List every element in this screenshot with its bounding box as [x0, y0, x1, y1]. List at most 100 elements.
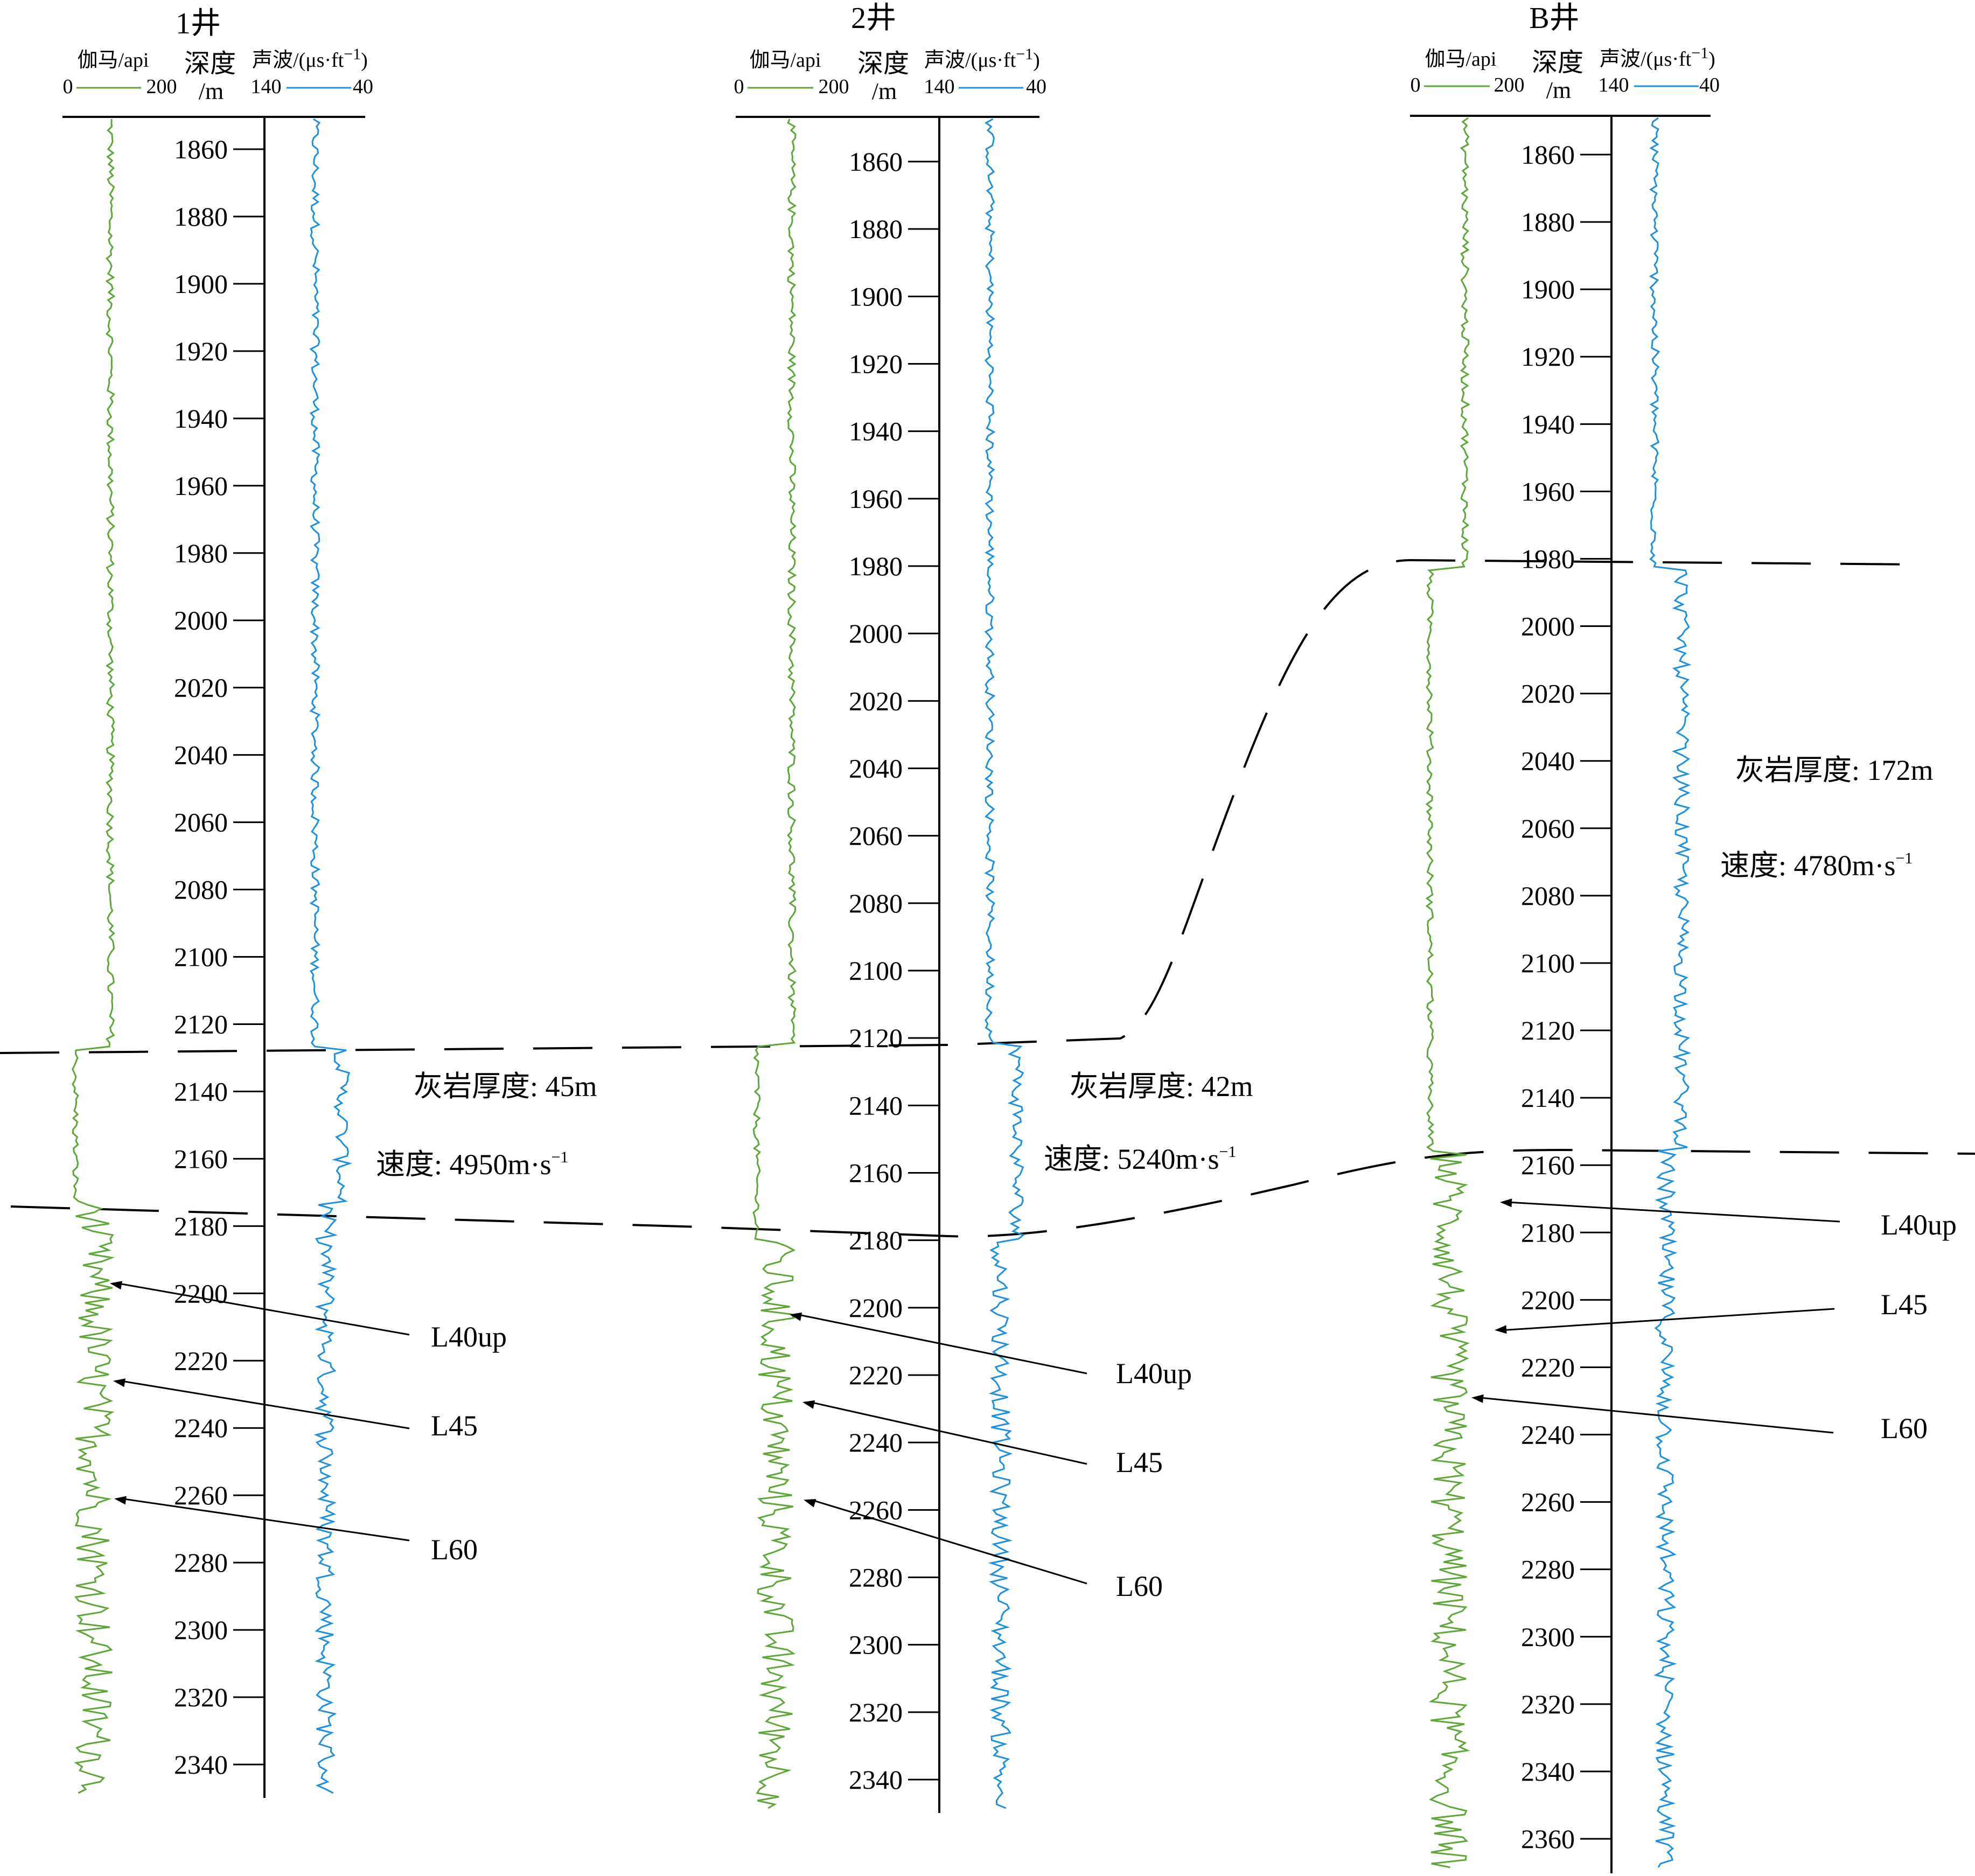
sonic-label: 声波/(μs·ft−1) [1600, 44, 1715, 71]
depth-tick-label: 2020 [849, 686, 903, 716]
depth-tick-label: 2340 [849, 1765, 903, 1795]
sonic-min: 140 [1599, 74, 1629, 96]
marker-arrow-line [1507, 1201, 1840, 1223]
depth-tick-label: 2260 [849, 1495, 903, 1525]
limestone-base-correlation-line [10, 1148, 1975, 1238]
sonic-label: 声波/(μs·ft−1) [252, 45, 368, 72]
depth-tick-label: 2320 [849, 1697, 903, 1727]
gamma-min: 0 [734, 75, 744, 98]
depth-tick-label: 1860 [1521, 140, 1575, 170]
depth-tick-label: 1900 [174, 269, 228, 299]
depth-tick-label: 1960 [174, 471, 228, 501]
velocity-label: 速度: 4780m·s−1 [1720, 849, 1913, 882]
marker-arrow-head [110, 1281, 122, 1290]
depth-tick-label: 1900 [1521, 274, 1575, 304]
depth-tick-label: 1860 [174, 134, 228, 164]
gamma-label: 伽马/api [78, 49, 149, 72]
depth-tick-label: 1880 [174, 201, 228, 232]
gamma-min: 0 [1411, 74, 1421, 96]
well-panel-2: 2井 伽马/api 0 200 深度 /m 声波/(μs·ft−1) 140 4… [734, 2, 1253, 1813]
depth-tick-label: 2160 [174, 1143, 228, 1174]
sonic-min: 140 [924, 75, 955, 98]
depth-tick-label: 2140 [1521, 1083, 1575, 1113]
depth-unit: /m [1546, 77, 1571, 103]
depth-label: 深度 [184, 50, 236, 78]
marker-label-l60: L60 [1116, 1570, 1163, 1602]
marker-arrow-line [117, 1282, 410, 1336]
gamma-max: 200 [819, 75, 849, 98]
depth-tick-label: 2220 [174, 1345, 228, 1376]
gamma-curve [1425, 117, 1471, 1868]
depth-tick-label: 2000 [174, 605, 228, 636]
gamma-label: 伽马/api [1425, 48, 1497, 71]
depth-tick-label: 2300 [1521, 1622, 1575, 1652]
depth-tick-label: 2200 [1521, 1285, 1575, 1315]
depth-tick-label: 1920 [849, 349, 903, 379]
depth-tick-label: 1940 [849, 416, 903, 447]
depth-tick-label: 2280 [849, 1563, 903, 1593]
depth-tick-label: 2220 [1521, 1352, 1575, 1382]
depth-tick-label: 2160 [1521, 1150, 1575, 1180]
marker-label-l45: L45 [1881, 1288, 1928, 1321]
sonic-curve [984, 118, 1025, 1809]
sonic-max: 40 [1699, 74, 1720, 96]
depth-tick-label: 2180 [174, 1211, 228, 1241]
depth-tick-label: 2080 [1521, 881, 1575, 911]
marker-arrow-line [811, 1499, 1087, 1585]
depth-tick-label: 2320 [174, 1682, 228, 1712]
depth-tick-label: 2120 [1521, 1015, 1575, 1045]
log-curves [72, 118, 353, 1794]
marker-arrow-head [1495, 1325, 1507, 1334]
depth-tick-label: 2000 [849, 618, 903, 648]
marker-arrow-head [114, 1496, 127, 1505]
depth-tick-label: 2300 [174, 1615, 228, 1645]
depth-tick-label: 1900 [849, 281, 903, 311]
depth-label: 深度 [857, 50, 909, 78]
depth-tick-label: 1880 [1521, 207, 1575, 237]
depth-tick-label: 2280 [1521, 1554, 1575, 1585]
depth-tick-label: 2140 [849, 1090, 903, 1120]
marker-label-l45: L45 [431, 1410, 478, 1442]
depth-tick-label: 2120 [174, 1009, 228, 1039]
velocity-label: 速度: 5240m·s−1 [1044, 1143, 1236, 1175]
sonic-label: 声波/(μs·ft−1) [924, 45, 1040, 72]
depth-tick-label: 2240 [849, 1427, 903, 1457]
well-title: 2井 [851, 2, 896, 35]
depth-tick-label: 1940 [1521, 409, 1575, 439]
depth-axis: 1860188019001920194019601980200020202040… [174, 117, 266, 1798]
marker-arrow-head [1500, 1198, 1512, 1208]
depth-tick-label: 2240 [1521, 1420, 1575, 1450]
depth-tick-label: 2060 [1521, 813, 1575, 843]
depth-tick-label: 2000 [1521, 611, 1575, 641]
depth-unit: /m [872, 78, 897, 104]
depth-tick-label: 1860 [849, 147, 903, 177]
depth-tick-label: 2120 [849, 1023, 903, 1053]
limestone-top-correlation-line [0, 559, 1918, 1054]
gamma-curve [72, 118, 116, 1794]
gamma-curve [752, 118, 797, 1809]
depth-tick-label: 1980 [174, 538, 228, 568]
marker-label-l45: L45 [1116, 1446, 1163, 1479]
depth-tick-label: 1880 [849, 214, 903, 244]
gamma-max: 200 [1494, 74, 1525, 96]
depth-tick-label: 2140 [174, 1076, 228, 1106]
marker-arrow-line [809, 1401, 1087, 1465]
depth-unit: /m [199, 78, 224, 104]
marker-label-l40up: L40up [1116, 1357, 1192, 1390]
limestone-thickness-label: 灰岩厚度: 172m [1735, 754, 1934, 786]
depth-tick-label: 1980 [849, 551, 903, 581]
depth-axis: 1860188019001920194019601980200020202040… [849, 117, 940, 1813]
depth-tick-label: 2020 [1521, 679, 1575, 709]
marker-label-l60: L60 [1881, 1412, 1928, 1445]
depth-tick-label: 2360 [1521, 1824, 1575, 1854]
depth-tick-label: 2180 [1521, 1217, 1575, 1247]
marker-label-l40up: L40up [431, 1321, 507, 1353]
gamma-min: 0 [63, 75, 73, 98]
sonic-curve [309, 118, 353, 1794]
well-panel-b: B井 伽马/api 0 200 深度 /m 声波/(μs·ft−1) 140 4… [1410, 2, 1957, 1873]
depth-tick-label: 2040 [174, 740, 228, 770]
sonic-curve [1649, 117, 1692, 1868]
marker-arrow-head [1471, 1394, 1484, 1403]
